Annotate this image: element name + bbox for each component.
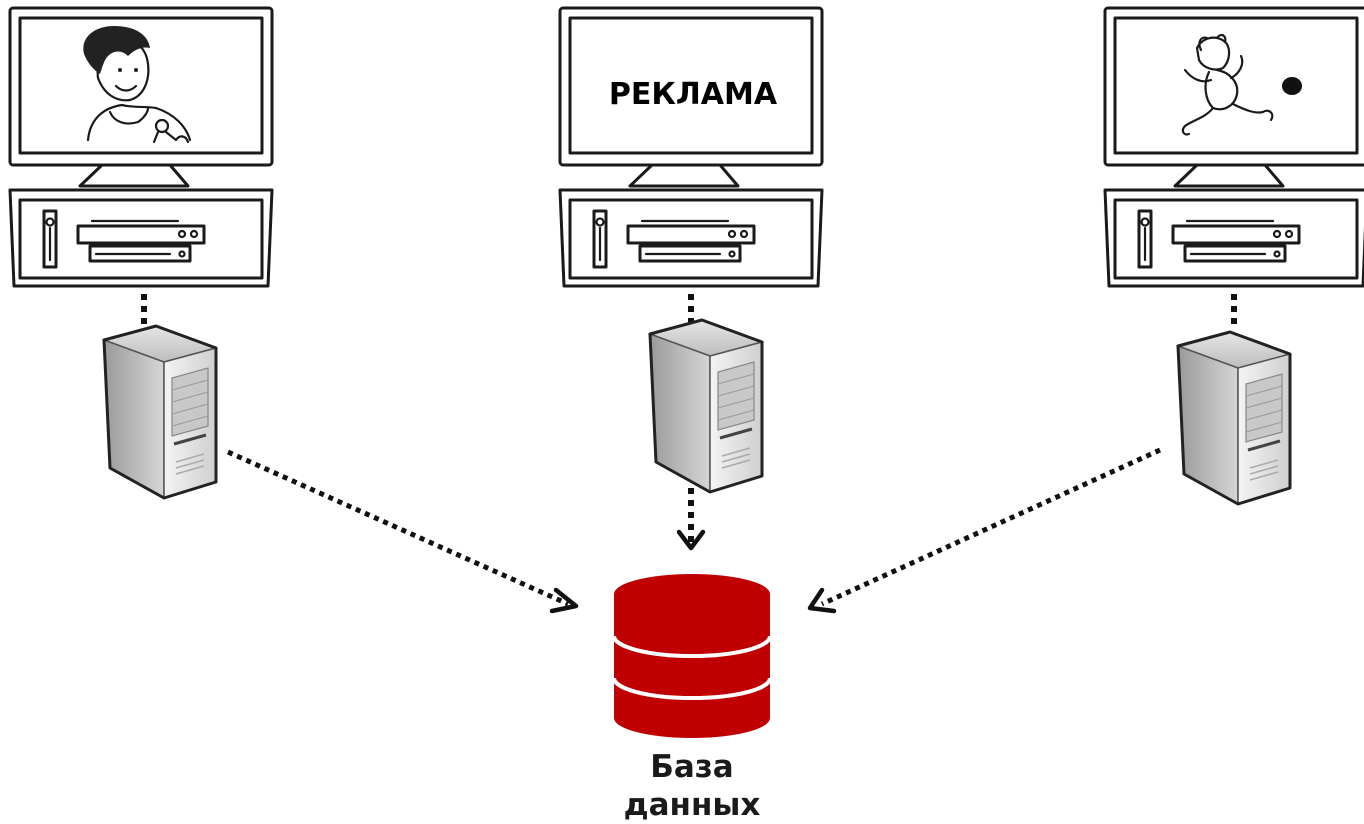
arrow-left-to-database xyxy=(226,449,579,614)
arrow-center-to-database xyxy=(676,488,706,551)
tv-left xyxy=(8,6,274,288)
tv-right xyxy=(1103,6,1364,288)
workstation-right xyxy=(1103,6,1364,288)
arrow-right-to-database xyxy=(807,447,1162,614)
server-left-icon xyxy=(102,324,218,500)
screen-left-person-icon xyxy=(83,26,192,144)
workstation-left xyxy=(8,6,274,288)
database-label-line1: База xyxy=(650,749,734,785)
tv-center xyxy=(558,6,824,288)
database-icon xyxy=(612,574,772,738)
screen-right-runner-icon xyxy=(1181,33,1302,136)
workstation-center: РЕКЛАМА xyxy=(558,6,824,288)
server-center-icon xyxy=(648,318,764,494)
server-right-icon xyxy=(1176,330,1292,506)
database-label-line2: данных xyxy=(623,787,761,823)
screen-ad-text: РЕКЛАМА xyxy=(609,77,778,112)
ball-icon xyxy=(1282,77,1302,95)
database-label: База данных xyxy=(592,748,792,824)
